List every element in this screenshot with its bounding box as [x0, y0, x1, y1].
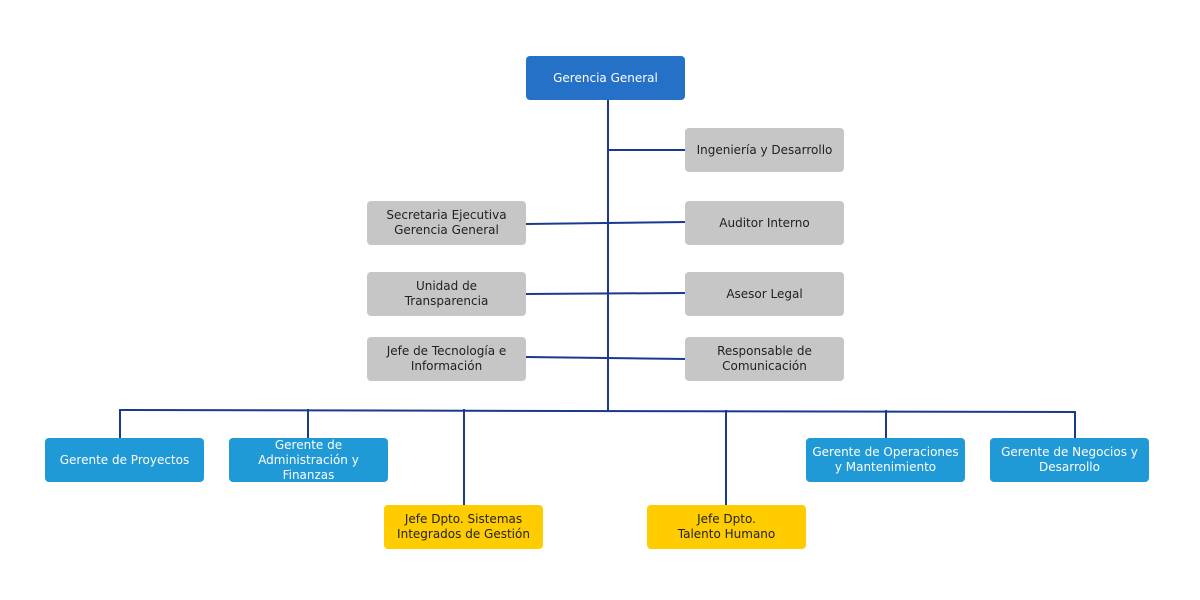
- node-label: Gerente de Proyectos: [59, 452, 190, 467]
- node-asesor-legal: Asesor Legal: [685, 272, 844, 316]
- node-label: Ingeniería y Desarrollo: [696, 142, 833, 157]
- node-gerente-administracion: Gerente de Administración y Finanzas: [229, 438, 388, 482]
- node-label: Asesor Legal: [726, 286, 803, 301]
- node-jefe-talento-humano: Jefe Dpto. Talento Humano: [647, 505, 806, 549]
- node-unidad-transparencia: Unidad de Transparencia: [367, 272, 526, 316]
- node-secretaria-ejecutiva: Secretaria Ejecutiva Gerencia General: [367, 201, 526, 245]
- node-label: Responsable de Comunicación: [717, 344, 812, 373]
- node-label: Gerencia General: [553, 70, 658, 85]
- connector-unidad-asesor: [524, 291, 687, 296]
- node-label: Unidad de Transparencia: [404, 279, 489, 308]
- connector-secretaria-auditor: [524, 220, 687, 226]
- node-gerente-proyectos: Gerente de Proyectos: [45, 438, 204, 482]
- node-label: Gerente de Negocios y Desarrollo: [1001, 445, 1138, 474]
- node-label: Auditor Interno: [719, 215, 810, 230]
- node-gerente-negocios: Gerente de Negocios y Desarrollo: [990, 438, 1149, 482]
- node-jefe-sistemas-gestion: Jefe Dpto. Sistemas Integrados de Gestió…: [384, 505, 543, 549]
- node-label: Gerente de Operaciones y Mantenimiento: [812, 445, 959, 474]
- node-responsable-comunicacion: Responsable de Comunicación: [685, 337, 844, 381]
- horizontal-bus: [118, 408, 1077, 414]
- node-auditor-interno: Auditor Interno: [685, 201, 844, 245]
- node-ingenieria-desarrollo: Ingeniería y Desarrollo: [685, 128, 844, 172]
- node-jefe-tecnologia: Jefe de Tecnología e Información: [367, 337, 526, 381]
- node-label: Gerente de Administración y Finanzas: [258, 437, 359, 482]
- node-gerente-operaciones: Gerente de Operaciones y Mantenimiento: [806, 438, 965, 482]
- node-label: Jefe Dpto. Talento Humano: [677, 512, 776, 541]
- node-label: Jefe Dpto. Sistemas Integrados de Gestió…: [397, 512, 530, 541]
- node-label: Secretaria Ejecutiva Gerencia General: [386, 208, 507, 237]
- node-label: Jefe de Tecnología e Información: [386, 344, 507, 373]
- connector-tecnologia-comunicacion: [524, 355, 687, 361]
- node-gerencia-general: Gerencia General: [526, 56, 685, 100]
